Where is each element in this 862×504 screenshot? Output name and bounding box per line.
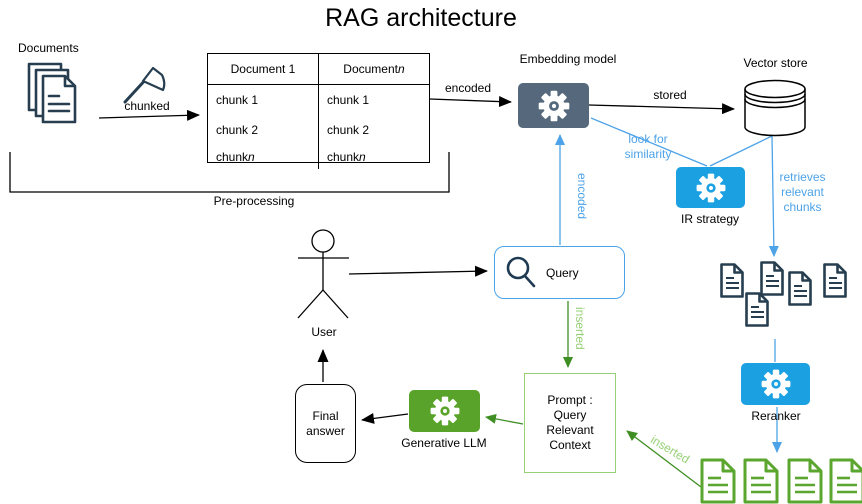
inserted-query-label: inserted [573,307,587,350]
line-vector-to-ir [709,135,773,167]
document-icon [823,263,847,298]
database-icon [744,79,806,137]
arrow-user-to-query [348,265,488,277]
search-icon [506,256,536,287]
table-column-document-n: chunk 1 chunk 2 chunk n [319,85,429,169]
retrieved-documents-cluster [720,261,847,327]
chunks-table: Document 1 Document n chunk 1 chunk 2 ch… [207,53,430,169]
table-cell: chunk n [216,149,255,164]
final-answer-text: Final answer [306,408,345,438]
query-box: Query [494,246,625,299]
chunked-label: chunked [124,99,170,113]
preprocessing-label: Pre-processing [213,194,295,208]
embedding-model-label: Embedding model [519,52,617,66]
table-cell: chunk 1 [216,93,259,107]
prompt-text: Prompt : Query Relevant Context [546,393,594,452]
table-header-document-n: Document n [343,62,405,76]
gear-icon [696,173,725,202]
embedding-model-node [518,83,589,128]
document-icon [788,271,812,306]
arrow-docs-to-table [98,109,200,121]
inserted-docs-label: inserted [648,432,693,467]
table-cell: chunk n [327,149,366,164]
table-cell: chunk 2 [327,122,370,137]
final-answer-box: Final answer [295,384,356,463]
document-icon [760,261,784,296]
user-label: User [311,325,337,339]
arrow-prompt-to-llm [485,413,524,425]
chunks-table-header: Document 1 Document n [208,54,429,85]
prompt-box: Prompt : Query Relevant Context [524,373,616,473]
document-icon [700,458,736,504]
table-column-document-1: chunk 1 chunk 2 chunk n [208,85,319,169]
arrow-table-to-embedding [429,96,512,108]
query-label: Query [546,265,579,280]
document-icon [745,292,769,327]
document-icon [829,458,862,504]
table-cell: chunk 1 [327,93,370,107]
vector-store-label: Vector store [743,56,808,70]
document-icon [743,458,779,504]
look-for-similarity-label: look for similarity [624,132,672,161]
generative-llm-label: Generative LLM [401,436,487,450]
ir-strategy-label: IR strategy [680,212,740,226]
gear-icon [538,90,569,121]
generative-llm-node [409,390,480,432]
encoded-label: encoded [444,81,492,95]
arrow-llm-to-final [361,412,409,424]
document-icon [720,263,744,298]
ir-strategy-node [676,167,745,208]
stored-label: stored [653,88,687,102]
page-title: RAG architecture [325,4,517,32]
table-cell: chunk 2 [216,122,259,137]
document-icon [787,458,823,504]
green-documents-icons [700,458,862,504]
reranked-documents-row [700,458,862,504]
retrieves-relevant-chunks-label: retrieves relevant chunks [779,170,826,214]
documents-label: Documents [18,41,79,55]
arrow-embedding-to-vector [588,103,735,115]
gear-icon [430,396,459,426]
reranker-node [741,363,810,405]
table-header-document-1: Document 1 [208,54,319,84]
documents-stack-icon [27,62,77,124]
gear-icon [761,369,790,399]
user-figure-icon [297,229,349,319]
axe-icon [123,66,166,104]
encoded-vertical-label: encoded [575,173,589,220]
reranker-label: Reranker [751,409,801,423]
